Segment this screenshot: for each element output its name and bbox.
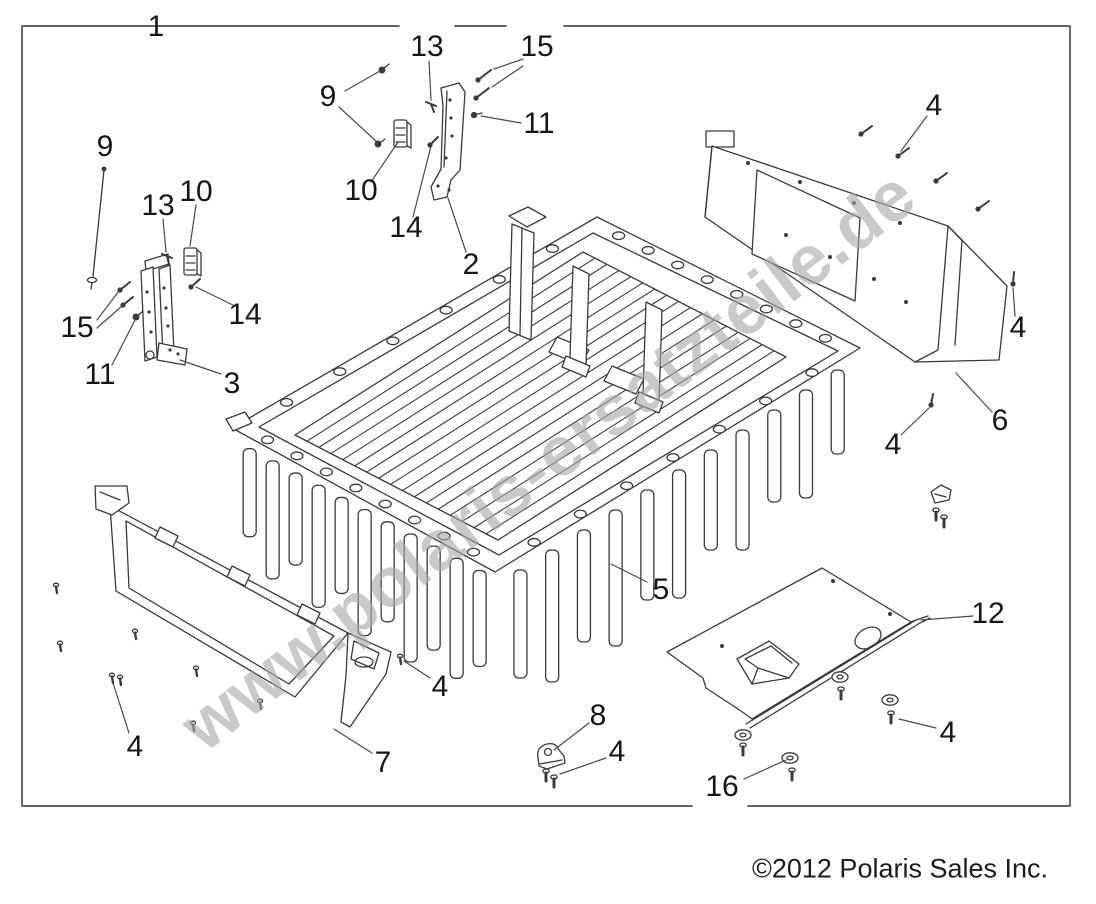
leader-line-10 bbox=[370, 141, 399, 183]
part-callout-13: 13 bbox=[410, 30, 444, 63]
front-panel-part-7 bbox=[94, 485, 392, 728]
leader-line-13 bbox=[162, 218, 167, 253]
washers-part-16 bbox=[734, 671, 899, 764]
part-callout-6: 6 bbox=[991, 404, 1009, 437]
part-callout-10: 10 bbox=[344, 174, 378, 207]
bolts-part-4 bbox=[542, 507, 948, 789]
leader-line-3 bbox=[179, 359, 222, 375]
support-bracket-part-3 bbox=[140, 253, 188, 366]
leader-line-4 bbox=[900, 407, 930, 436]
leader-line-4 bbox=[898, 718, 937, 729]
leader-line-4 bbox=[1012, 287, 1016, 317]
part-callout-9: 9 bbox=[96, 130, 114, 163]
part-callout-13: 13 bbox=[141, 189, 175, 222]
leader-line-4 bbox=[403, 660, 431, 679]
part-callout-10: 10 bbox=[179, 175, 213, 208]
leader-line-16 bbox=[743, 759, 787, 780]
part-callout-16: 16 bbox=[705, 770, 739, 803]
tailgate-part-6 bbox=[704, 130, 1008, 363]
leader-line-5 bbox=[610, 563, 648, 583]
leader-line-7 bbox=[333, 728, 373, 754]
part-callout-8: 8 bbox=[589, 699, 607, 732]
leader-line-8 bbox=[553, 722, 590, 751]
cover-plate-part-12 bbox=[666, 567, 931, 729]
pin-part-9 bbox=[86, 166, 107, 290]
leader-line-6 bbox=[955, 372, 993, 413]
leader-line-13 bbox=[428, 60, 432, 101]
leader-line-4 bbox=[559, 757, 607, 775]
part-callout-1: 1 bbox=[147, 10, 165, 43]
leader-line-15 bbox=[96, 305, 123, 329]
clip-bracket bbox=[930, 484, 952, 504]
part-callout-4: 4 bbox=[608, 735, 626, 768]
latch-block-part-10-left bbox=[183, 247, 202, 277]
part-callout-5: 5 bbox=[652, 573, 670, 606]
part-callout-12: 12 bbox=[971, 597, 1005, 630]
part-callout-11: 11 bbox=[84, 358, 116, 391]
part-callout-9: 9 bbox=[319, 80, 337, 113]
leader-line-2 bbox=[447, 197, 467, 253]
support-bracket-part-2 bbox=[430, 82, 466, 201]
part-callout-4: 4 bbox=[939, 716, 957, 749]
part-callout-7: 7 bbox=[374, 746, 392, 779]
latch-block-part-10-right bbox=[393, 119, 412, 149]
leader-line-15 bbox=[493, 58, 524, 70]
leader-line-11 bbox=[111, 319, 136, 366]
leader-line-9 bbox=[338, 106, 378, 143]
copyright-text: ©2012 Polaris Sales Inc. bbox=[751, 853, 1049, 884]
part-callout-11: 11 bbox=[523, 107, 555, 140]
part-callout-4: 4 bbox=[1009, 311, 1027, 344]
small-fasteners bbox=[52, 63, 1016, 733]
cargo-box-part-5 bbox=[225, 206, 861, 683]
part-callout-4: 4 bbox=[884, 428, 902, 461]
leader-line-4 bbox=[900, 115, 928, 152]
leader-line-4 bbox=[112, 682, 130, 734]
part-callout-15: 15 bbox=[60, 311, 94, 344]
part-callout-4: 4 bbox=[431, 670, 449, 703]
leader-line-10 bbox=[189, 204, 197, 247]
part-callout-14: 14 bbox=[228, 298, 262, 331]
hinge-part-8 bbox=[537, 742, 566, 770]
leader-line-15 bbox=[96, 290, 120, 321]
leader-line-14 bbox=[195, 286, 236, 307]
leader-line-12 bbox=[920, 615, 974, 621]
diagram-border bbox=[21, 25, 1071, 807]
leader-line-9 bbox=[344, 70, 381, 92]
part-callout-2: 2 bbox=[462, 248, 480, 281]
part-callout-3: 3 bbox=[223, 367, 241, 400]
part-callout-15: 15 bbox=[520, 30, 554, 63]
leader-line-11 bbox=[480, 115, 522, 124]
part-callout-14: 14 bbox=[389, 211, 423, 244]
leader-line-14 bbox=[412, 145, 432, 218]
part-callout-4: 4 bbox=[126, 730, 144, 763]
leader-lines bbox=[96, 58, 1016, 780]
part-callout-4: 4 bbox=[925, 89, 943, 122]
leader-line-15 bbox=[491, 65, 524, 88]
